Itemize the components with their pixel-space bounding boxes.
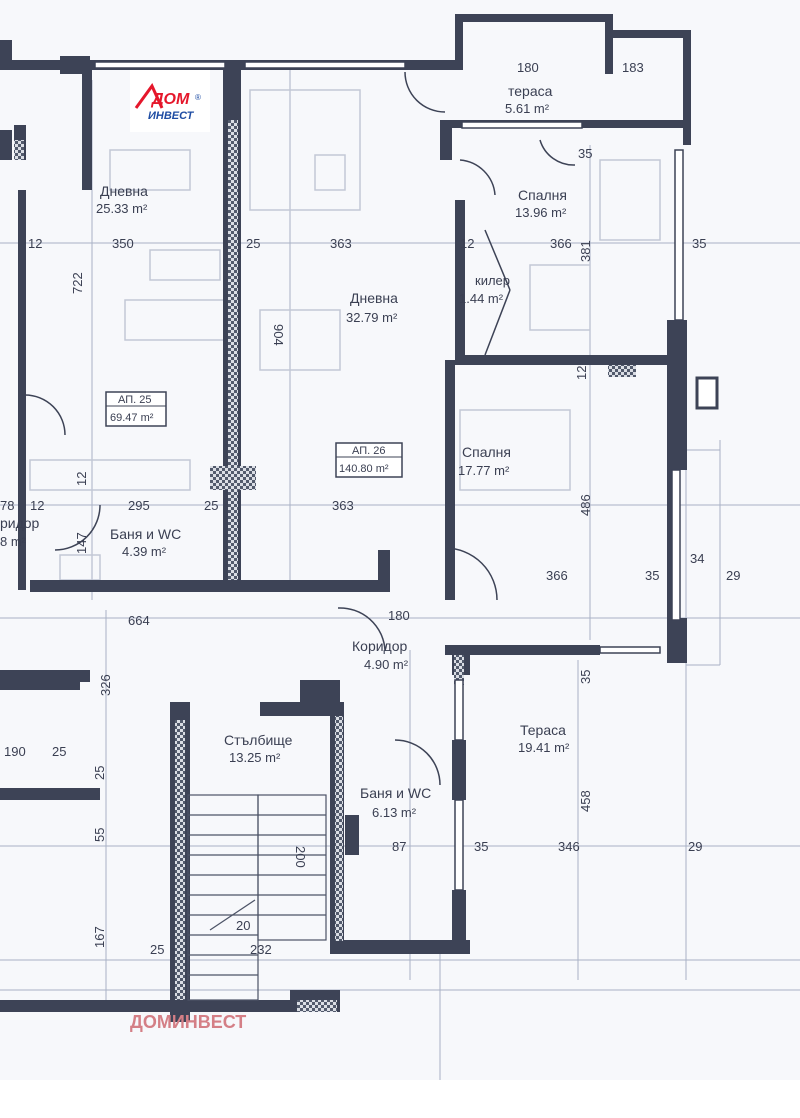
dim-label: 25 bbox=[150, 942, 164, 957]
dim-label: 722 bbox=[70, 272, 85, 294]
dim-label: 35 bbox=[645, 568, 659, 583]
dim-label: 12 bbox=[30, 498, 44, 513]
logo-line1: ДОМ bbox=[150, 91, 190, 108]
dim-label: 363 bbox=[330, 236, 352, 251]
dim-label: 12 bbox=[74, 472, 89, 486]
construction-lines bbox=[0, 70, 800, 1080]
dim-label: 326 bbox=[98, 674, 113, 696]
dim-label: 232 bbox=[250, 942, 272, 957]
dimensions: 180 183 35 12 350 25 363 12 366 35 722 9… bbox=[0, 60, 740, 957]
drawing-sheet bbox=[0, 0, 800, 1080]
room-area-spalnya-top: 13.96 m² bbox=[515, 205, 567, 220]
dim-label: 147 bbox=[74, 532, 89, 554]
dim-label: 25 bbox=[52, 744, 66, 759]
dim-label: 25 bbox=[92, 766, 107, 780]
room-name-dnevna-26: Дневна bbox=[350, 290, 398, 306]
room-area-dnevna-25: 25.33 m² bbox=[96, 201, 148, 216]
dim-label: 35 bbox=[692, 236, 706, 251]
staircase bbox=[187, 794, 327, 1001]
dim-label: 664 bbox=[128, 613, 150, 628]
dim-label: 87 bbox=[392, 839, 406, 854]
dim-label: 904 bbox=[271, 324, 286, 346]
dim-label: 180 bbox=[388, 608, 410, 623]
dim-label: 12 bbox=[460, 236, 474, 251]
ap25-area: 69.47 m² bbox=[110, 412, 154, 424]
dim-label: 20 bbox=[236, 918, 250, 933]
watermark: ДОМИНВЕСТ bbox=[130, 1012, 246, 1032]
door-swings bbox=[24, 71, 576, 786]
room-area-kiler: 1.44 m² bbox=[459, 291, 504, 306]
dim-label: 350 bbox=[112, 236, 134, 251]
dim-label: 25 bbox=[246, 236, 260, 251]
room-name-stalbishte: Стълбище bbox=[224, 732, 293, 748]
room-area-terasa-small: 5.61 m² bbox=[505, 101, 550, 116]
room-labels: тераса 5.61 m² Дневна 25.33 m² Спалня 13… bbox=[0, 83, 570, 820]
room-name-spalnya-top: Спалня bbox=[518, 187, 567, 203]
dim-label: 190 bbox=[4, 744, 26, 759]
ap26-label: АП. 26 bbox=[352, 445, 385, 457]
room-area-terasa-big: 19.41 m² bbox=[518, 740, 570, 755]
ap26-area: 140.80 m² bbox=[339, 463, 389, 475]
dim-label: 381 bbox=[578, 240, 593, 262]
dim-label: 458 bbox=[578, 790, 593, 812]
dim-label: 486 bbox=[578, 494, 593, 516]
dim-label: 29 bbox=[726, 568, 740, 583]
dim-label: 12 bbox=[28, 236, 42, 251]
dim-label: 363 bbox=[332, 498, 354, 513]
dim-label: 35 bbox=[578, 670, 593, 684]
insulated-walls bbox=[14, 120, 636, 1012]
dim-label: 167 bbox=[92, 926, 107, 948]
room-name-koridor-26: Коридор bbox=[352, 638, 408, 654]
room-area-dnevna-26: 32.79 m² bbox=[346, 310, 398, 325]
logo-line2: ИНВЕСТ bbox=[148, 110, 195, 122]
room-name-kiler: килер bbox=[475, 273, 510, 288]
room-name-terasa-big: Тераса bbox=[520, 722, 566, 738]
room-area-koridor-left: 8 m² bbox=[0, 534, 27, 549]
apartment-tags: АП. 25 69.47 m² АП. 26 140.80 m² bbox=[105, 391, 403, 478]
logo-registered: ® bbox=[195, 93, 201, 102]
windows bbox=[94, 61, 719, 891]
room-area-stalbishte: 13.25 m² bbox=[229, 750, 281, 765]
room-area-banya-26: 6.13 m² bbox=[372, 805, 417, 820]
dim-label: 366 bbox=[546, 568, 568, 583]
dim-label: 29 bbox=[688, 839, 702, 854]
dim-label: 183 bbox=[622, 60, 644, 75]
dim-label: 346 bbox=[558, 839, 580, 854]
room-name-spalnya-mid: Спалня bbox=[462, 444, 511, 460]
dim-label: 78 bbox=[0, 498, 14, 513]
dim-label: 12 bbox=[574, 366, 589, 380]
bottom-margin bbox=[0, 1080, 800, 1118]
dim-label: 295 bbox=[128, 498, 150, 513]
dim-label: 200 bbox=[293, 846, 308, 868]
dim-label: 25 bbox=[204, 498, 218, 513]
room-name-banya-25: Баня и WC bbox=[110, 526, 181, 542]
dim-label: 180 bbox=[517, 60, 539, 75]
room-area-banya-25: 4.39 m² bbox=[122, 544, 167, 559]
dim-label: 35 bbox=[474, 839, 488, 854]
room-name-banya-26: Баня и WC bbox=[360, 785, 431, 801]
logo: ДОМ ® ИНВЕСТ bbox=[130, 70, 210, 132]
room-name-dnevna-25: Дневна bbox=[100, 183, 148, 199]
dim-label: 34 bbox=[690, 551, 704, 566]
dim-label: 55 bbox=[92, 828, 107, 842]
dim-label: 35 bbox=[578, 146, 592, 161]
ap25-label: АП. 25 bbox=[118, 394, 151, 406]
dim-label: 366 bbox=[550, 236, 572, 251]
room-name-terasa-small: тераса bbox=[508, 83, 553, 99]
room-area-spalnya-mid: 17.77 m² bbox=[458, 463, 510, 478]
room-name-koridor-left: ридор bbox=[0, 515, 40, 531]
room-area-koridor-26: 4.90 m² bbox=[364, 657, 409, 672]
